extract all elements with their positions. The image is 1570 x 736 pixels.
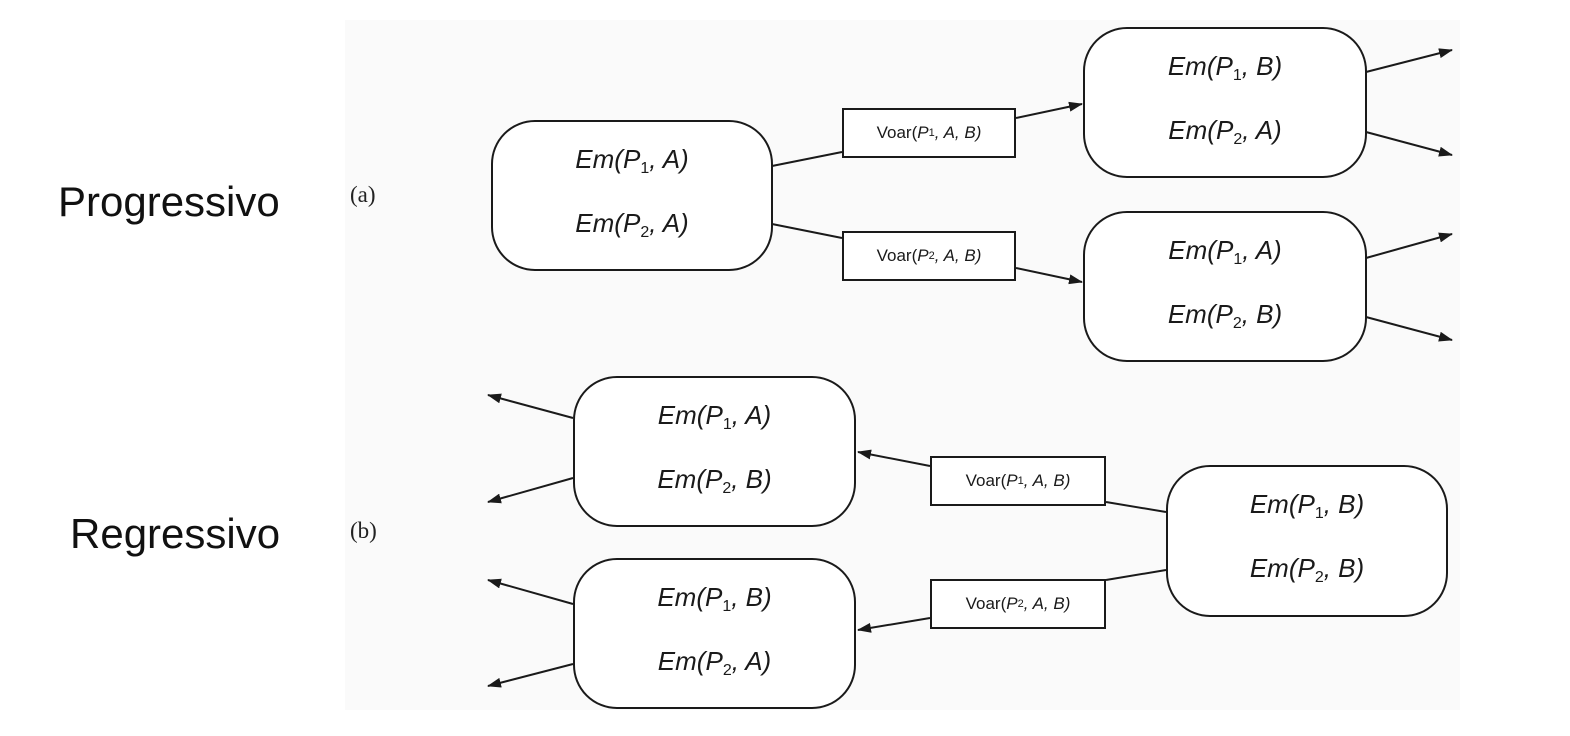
edge-action-top-to-result [1015, 101, 1083, 119]
fact-line: Em(P2, A) [1168, 114, 1282, 148]
tag-b: (b) [350, 518, 377, 543]
fact-line: Em(P1, A) [1168, 234, 1282, 268]
fact-line: Em(P2, B) [1249, 553, 1365, 586]
fact-line: Em(P2, A) [575, 207, 689, 241]
state-regressive-bottom-predecessor: Em(P1, B) Em(P2, A) [573, 558, 856, 709]
progressive-label: Progressivo [58, 178, 280, 225]
fact-line: Em(P2, B) [657, 463, 772, 497]
regressive-label: Regressivo [70, 510, 281, 557]
edge-action-bottom-to-result [1015, 267, 1083, 285]
edge-in-arrow [487, 578, 574, 605]
edge-in-arrow [487, 393, 574, 419]
edge-out-arrow [1365, 131, 1453, 157]
state-regressive-goal: Em(P1, B) Em(P2, B) [1166, 465, 1448, 617]
edge-out-arrow [1365, 48, 1453, 73]
fact-line: Em(P2, A) [657, 645, 772, 679]
fact-line: Em(P1, B) [1249, 489, 1365, 522]
fact-line: Em(P1, A) [657, 399, 772, 433]
edge-in-arrow [487, 477, 574, 504]
edge-goal-to-action-bottom [1105, 569, 1167, 581]
edge-in-arrow [487, 663, 574, 688]
edge-action-top-to-predecessor [857, 449, 931, 467]
state-regressive-top-predecessor: Em(P1, A) Em(P2, B) [573, 376, 856, 527]
edge-start-to-action-bottom [771, 223, 843, 239]
state-progressive-top-result: Em(P1, B) Em(P2, A) [1083, 27, 1367, 178]
fact-line: Em(P1, B) [657, 581, 772, 615]
state-progressive-bottom-result: Em(P1, A) Em(P2, B) [1083, 211, 1367, 362]
fact-line: Em(P2, B) [1167, 298, 1283, 332]
state-progressive-start: Em(P1, A) Em(P2, A) [491, 120, 773, 271]
edge-goal-to-action-top [1105, 501, 1167, 513]
fact-line: Em(P1, B) [1167, 50, 1283, 84]
edge-start-to-action-top [771, 151, 843, 167]
tag-a: (a) [350, 182, 376, 207]
edge-out-arrow [1365, 232, 1453, 259]
fact-line: Em(P1, A) [575, 143, 689, 177]
edge-out-arrow [1365, 316, 1453, 342]
edge-action-bottom-to-predecessor [857, 617, 931, 633]
